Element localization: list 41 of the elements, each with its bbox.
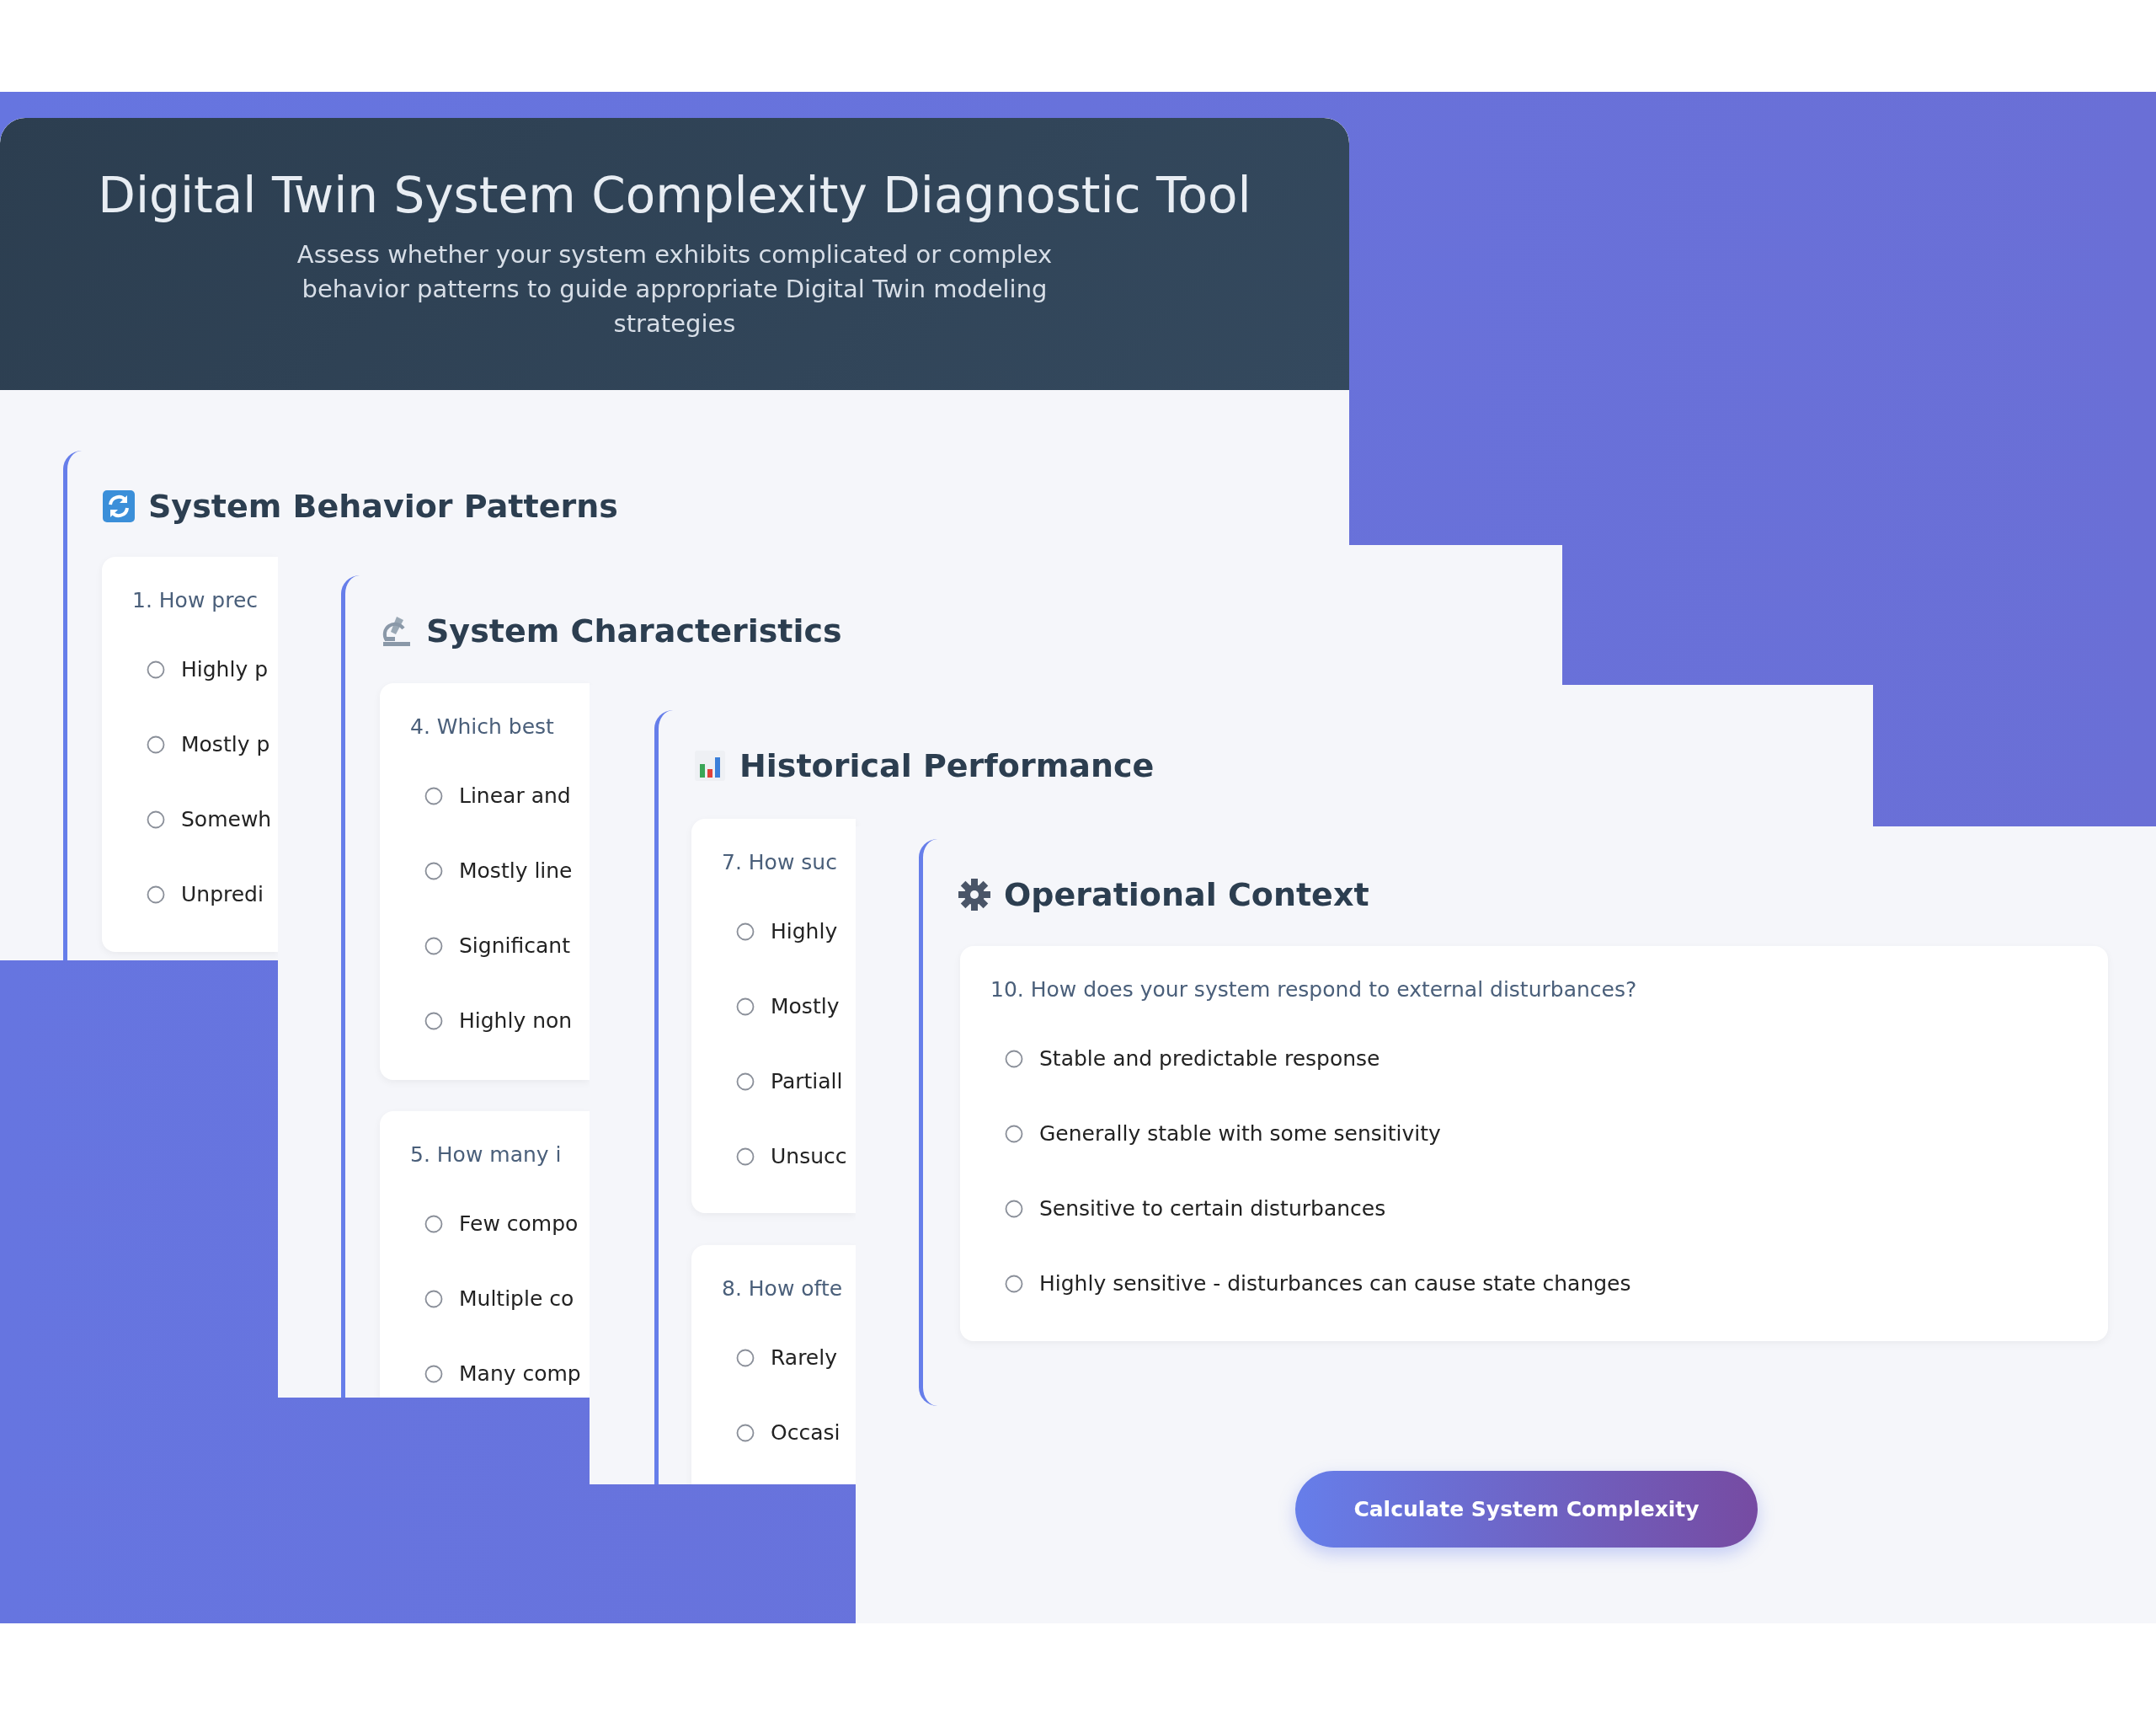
- section-heading: System Behavior Patterns: [148, 487, 618, 526]
- option-label: Highly p: [181, 657, 268, 682]
- section-heading: Operational Context: [1004, 875, 1369, 914]
- option-label: Partiall: [771, 1069, 843, 1094]
- option-label: Highly non: [459, 1008, 573, 1034]
- question-card: [102, 557, 278, 952]
- question-card: [380, 683, 590, 1080]
- header-banner: [0, 118, 1349, 390]
- question-text: 4. Which best: [410, 714, 554, 740]
- option-label: Occasi: [771, 1420, 841, 1446]
- calculate-button: Calculate System Complexity: [1295, 1471, 1758, 1548]
- question-card: [691, 1245, 856, 1484]
- option-label: Few compo: [459, 1211, 579, 1237]
- option-label: Generally stable with some sensitivity: [1039, 1121, 1441, 1147]
- question-card: [380, 1111, 590, 1398]
- question-text: 8. How ofte: [722, 1276, 843, 1302]
- option-label: Mostly line: [459, 858, 573, 884]
- option-label: Many comp: [459, 1361, 581, 1387]
- question-text: 5. How many i: [410, 1142, 562, 1168]
- question-text: 1. How prec: [132, 588, 258, 613]
- option-label: Rarely: [771, 1345, 837, 1371]
- option-label: Significant: [459, 933, 570, 959]
- option-label: Somewh: [181, 807, 272, 832]
- page-title: Digital Twin System Complexity Diagnostic Tool: [97, 166, 1252, 226]
- section-heading: System Characteristics: [426, 612, 842, 650]
- option-label: Mostly p: [181, 732, 270, 757]
- section-heading: Historical Performance: [739, 746, 1155, 785]
- question-text: 10. How does your system respond to external disturbances?: [990, 977, 1637, 1002]
- option-label: Multiple co: [459, 1286, 574, 1312]
- subtitle: Assess whether your system exhibits complicated or complex behavior patterns to guide appropriate Digital Twin modeling strategies: [296, 239, 1054, 339]
- question-text: 7. How suc: [722, 850, 837, 875]
- option-label: Linear and: [459, 783, 571, 809]
- question-card: [691, 819, 856, 1213]
- option-label: Unpredi: [181, 882, 264, 907]
- option-label: Highly sensitive - disturbances can cause state changes: [1039, 1271, 1631, 1296]
- question-card: [960, 946, 2108, 1341]
- option-label: Mostly: [771, 994, 840, 1019]
- option-label: Stable and predictable response: [1039, 1046, 1380, 1072]
- option-label: Highly: [771, 919, 838, 944]
- option-label: Unsucc: [771, 1144, 847, 1169]
- option-label: Sensitive to certain disturbances: [1039, 1196, 1386, 1222]
